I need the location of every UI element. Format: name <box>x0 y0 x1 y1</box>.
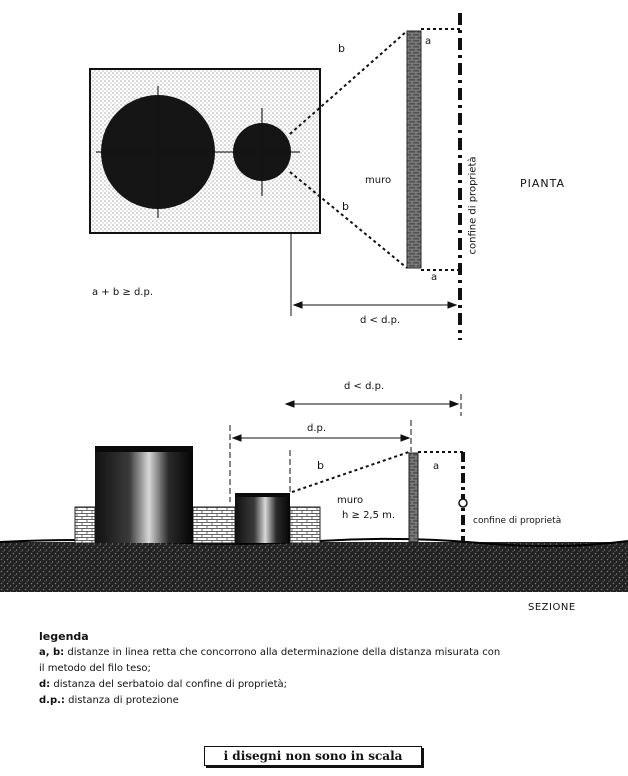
boundary-marker-icon <box>458 498 468 508</box>
legend-text-dp: distanza di protezione <box>68 695 179 706</box>
legend-item-d: d: distanza del serbatoio dal confine di… <box>39 677 500 693</box>
large-tank-section <box>95 446 193 543</box>
label-wall-section: muro <box>337 495 364 506</box>
wall-section <box>408 452 419 543</box>
section-view <box>0 394 628 592</box>
label-b-top: b <box>338 42 345 55</box>
wall-height-label: h ≥ 2,5 m. <box>342 510 396 521</box>
distance-label-plan: d < d.p. <box>360 315 401 326</box>
legend-text-ab-continued: il metodo del filo teso; <box>39 663 151 674</box>
legend: legenda a, b: distanze in linea retta ch… <box>39 629 500 709</box>
wire-lines-section <box>291 451 463 493</box>
label-a-section: a <box>433 461 440 472</box>
legend-text-ab: distanze in linea retta che concorrono a… <box>67 647 501 658</box>
label-a-top: a <box>425 36 432 47</box>
label-a-bottom: a <box>431 272 438 283</box>
property-boundary-label-plan: confine di proprietà <box>467 156 479 255</box>
legend-key-d: d: <box>39 679 51 690</box>
legend-item-dp: d.p.: distanza di protezione <box>39 693 500 709</box>
ground <box>0 542 628 592</box>
scale-note: i disegni non sono in scala <box>204 746 422 766</box>
label-b-section: b <box>317 459 324 472</box>
dimension-d-section <box>284 400 460 408</box>
plan-view-title: PIANTA <box>520 177 566 190</box>
section-view-title: SEZIONE <box>528 602 576 613</box>
wire-lines-plan <box>289 28 460 271</box>
wall-plan <box>406 30 422 269</box>
legend-text-d: distanza del serbatoio dal confine di pr… <box>53 679 287 690</box>
formula: a + b ≥ d.p. <box>92 287 154 298</box>
tank-axes <box>96 86 300 218</box>
dimension-dp-section <box>231 434 411 442</box>
plan-view <box>89 13 462 340</box>
property-boundary-section <box>458 452 468 542</box>
label-wall-plan: muro <box>365 175 392 186</box>
small-tank-section <box>235 493 290 543</box>
property-boundary-label-section: confine di proprietà <box>473 516 562 526</box>
low-wall-middle <box>192 506 236 544</box>
legend-title: legenda <box>39 630 89 643</box>
low-wall-left <box>74 506 96 544</box>
legend-item-ab: a, b: distanze in linea retta che concor… <box>39 645 500 661</box>
legend-key-dp: d.p.: <box>39 695 65 706</box>
low-wall-right <box>289 506 321 544</box>
label-b-bottom: b <box>342 200 349 213</box>
dp-label-section: d.p. <box>307 423 327 434</box>
dimension-plan <box>290 232 458 316</box>
legend-key-ab: a, b: <box>39 647 65 658</box>
distance-label-section: d < d.p. <box>344 381 385 392</box>
